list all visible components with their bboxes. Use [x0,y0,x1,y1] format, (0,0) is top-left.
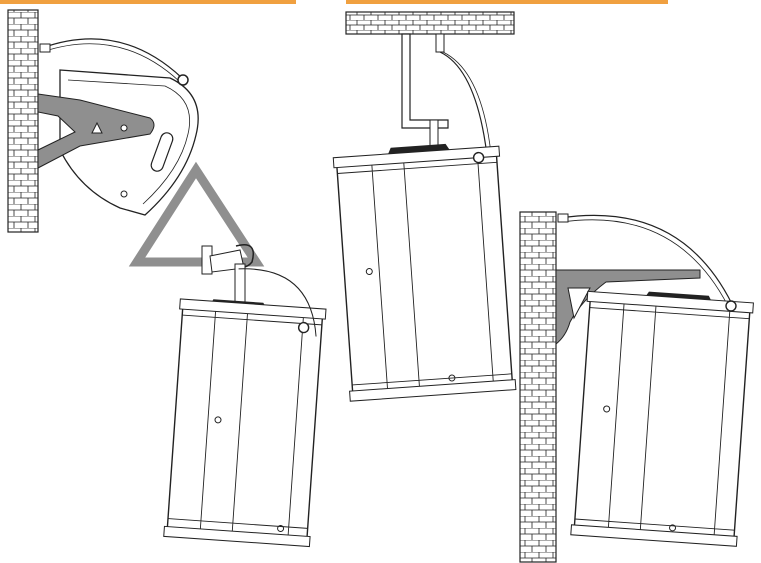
speaker-cabinet-1 [163,268,327,548]
safety-cable-3 [559,214,733,305]
speaker-handle [150,132,174,172]
safety-cable [41,38,183,79]
speaker-cabinet-3 [570,290,754,547]
panel-ceiling-suspension [332,11,517,402]
panel-2-accent-bar [346,0,668,4]
brick-wall-right [519,211,557,563]
panel-wall-bracket-install [7,9,327,548]
eyebolt [177,74,189,86]
wall-bracket-arm-2 [555,269,701,346]
warning-triangle-icon [128,161,265,267]
bracket-warning-mark [91,121,103,134]
panel-1-accent-bar [0,0,296,4]
panel-wall-bracket-mounted [519,211,754,563]
brick-ceiling [345,11,515,35]
safety-cable-2 [439,51,489,165]
brick-wall-left [7,9,39,233]
ceiling-bracket [401,33,449,129]
speaker-cabinet-2 [332,143,517,402]
